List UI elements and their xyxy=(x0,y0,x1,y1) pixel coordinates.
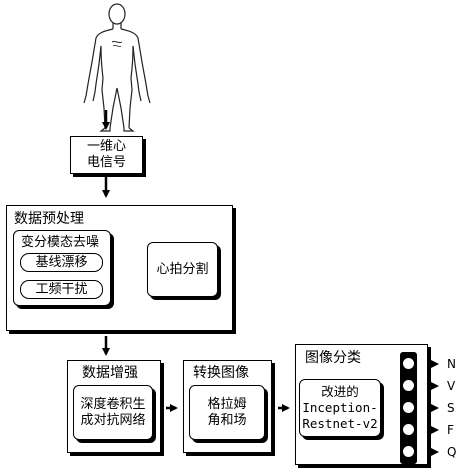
powerline-interference-label: 工频干扰 xyxy=(35,281,88,297)
powerline-interference-pill: 工频干扰 xyxy=(20,280,103,299)
gramian-line-2: 角和场 xyxy=(207,412,247,428)
vmd-title: 变分模态去噪 xyxy=(21,235,100,250)
output-neuron-v xyxy=(403,380,414,391)
preprocess-title: 数据预处理 xyxy=(14,211,84,227)
classification-title: 图像分类 xyxy=(305,350,361,366)
output-label-n: N xyxy=(447,357,456,371)
dcgan-box: 深度卷积生 成对抗网络 xyxy=(73,385,153,440)
output-label-q: Q xyxy=(447,445,457,459)
gramian-field-box: 格拉姆 角和场 xyxy=(189,385,265,440)
dcgan-line-1: 深度卷积生 xyxy=(80,396,146,412)
output-label-f: F xyxy=(447,423,454,437)
output-neuron-q xyxy=(403,446,414,457)
baseline-drift-pill: 基线漂移 xyxy=(20,253,103,272)
inception-line-3: Restnet-v2 xyxy=(302,416,378,431)
output-label-s: S xyxy=(447,401,455,415)
convert-image-title: 转换图像 xyxy=(193,365,249,381)
inception-line-2: Inception- xyxy=(302,400,378,415)
inception-resnet-box: 改进的 Inception- Restnet-v2 xyxy=(299,379,381,437)
output-neuron-f xyxy=(403,424,414,435)
augmentation-title: 数据增强 xyxy=(82,365,138,381)
heartbeat-segmentation-box: 心拍分割 xyxy=(147,242,218,297)
baseline-drift-label: 基线漂移 xyxy=(35,254,88,270)
input-signal-box: 一维心 电信号 xyxy=(70,136,143,174)
output-label-v: V xyxy=(447,379,456,393)
gramian-line-1: 格拉姆 xyxy=(207,396,247,412)
inception-line-1: 改进的 xyxy=(321,384,359,399)
input-line-2: 电信号 xyxy=(86,155,126,170)
dcgan-line-2: 成对抗网络 xyxy=(80,412,146,428)
output-neuron-s xyxy=(403,402,414,413)
heartbeat-segmentation-label: 心拍分割 xyxy=(156,261,209,277)
input-line-1: 一维心 xyxy=(86,139,126,154)
output-neuron-n xyxy=(403,358,414,369)
